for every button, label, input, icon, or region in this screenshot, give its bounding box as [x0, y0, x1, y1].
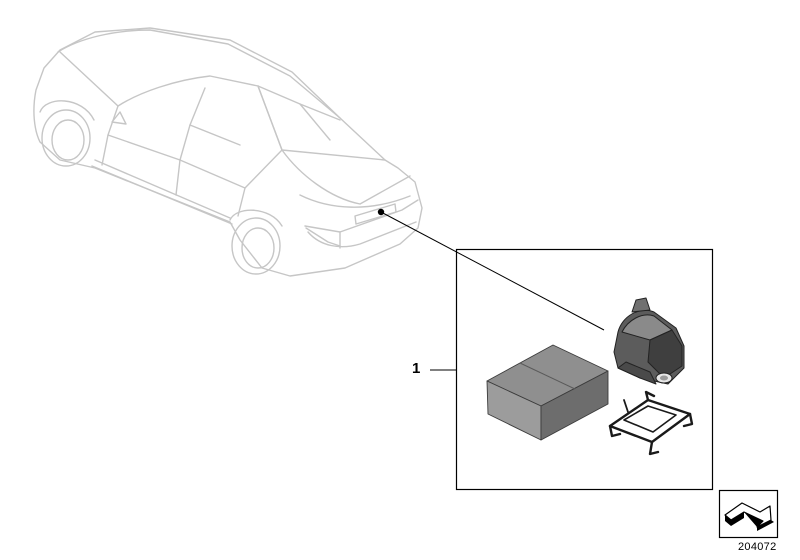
box-part	[486, 344, 609, 441]
parts-frame	[455, 248, 714, 491]
callout-label: 1	[412, 360, 421, 377]
direction-arrow-icon	[724, 502, 774, 531]
camera-part	[613, 297, 685, 385]
bracket-part	[608, 390, 694, 456]
reference-number: 204072	[738, 541, 777, 553]
leader-line	[380, 211, 605, 331]
car-illustration	[33, 27, 423, 277]
